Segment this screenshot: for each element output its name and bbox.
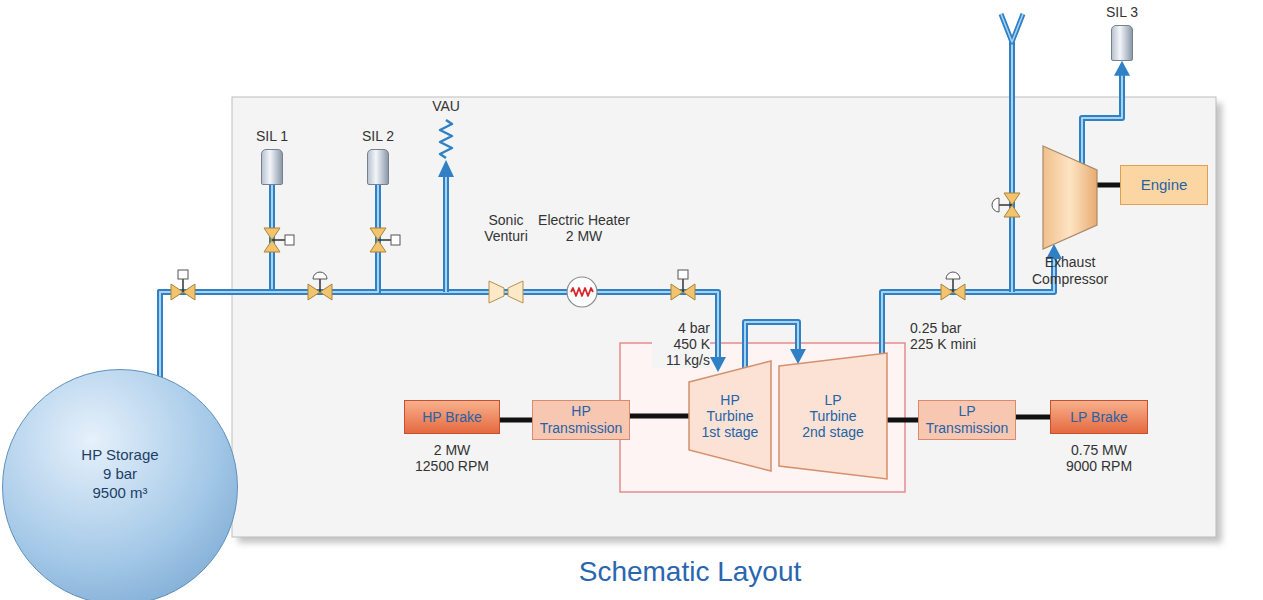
- electric-heater-symbol: [567, 277, 597, 307]
- compressor-outline: [1042, 145, 1098, 250]
- lp-turbine: LP Turbine 2nd stage: [778, 352, 888, 480]
- flow-arrowhead: [1114, 61, 1130, 76]
- air-pipe: [160, 292, 718, 391]
- silencer-body: [261, 149, 283, 185]
- compressor-label: Exhaust Compressor: [1032, 254, 1108, 288]
- control-valves: [941, 272, 965, 300]
- drive-shaft: [1012, 417, 1054, 418]
- vau-stub-pipe: [440, 120, 452, 158]
- component-label: Electric Heater 2 MW: [528, 212, 640, 244]
- brake-box: HP Brake: [404, 400, 500, 434]
- transmission-label: LP Transmission: [925, 403, 1009, 437]
- control-valves: [308, 272, 332, 300]
- vau-stub-pipe: [438, 120, 454, 292]
- air-pipe: [160, 185, 272, 391]
- hp-turbine: HP Turbine 1st stage: [688, 360, 772, 472]
- silencer-body: [367, 149, 389, 185]
- air-pipe: [882, 256, 1054, 366]
- drive-shaft: [884, 418, 922, 423]
- vau-stub-pipe: [443, 176, 449, 292]
- vent-pipe: [1009, 42, 1015, 292]
- valve-label: VAU: [416, 98, 476, 114]
- air-pipe: [160, 185, 378, 391]
- compressor-outline: [1043, 146, 1097, 249]
- air-pipe: [160, 185, 378, 391]
- brake-box: LP Brake: [1050, 400, 1148, 434]
- drive-shaft: [496, 420, 536, 421]
- inlet-conditions: 4 bar 450 K 11 kg/s: [652, 320, 710, 368]
- transmission-label: HP Transmission: [539, 403, 623, 437]
- drive-shaft: [496, 418, 536, 423]
- sonic-venturi-symbol: [489, 281, 523, 303]
- control-valves: [171, 270, 195, 300]
- air-pipe: [160, 185, 272, 391]
- silencer-body: [1111, 25, 1133, 61]
- air-pipe: [1082, 73, 1122, 171]
- vau-stub-pipe: [438, 160, 454, 177]
- engine-label: Engine: [1141, 176, 1188, 194]
- silencer-label: SIL 1: [256, 128, 288, 145]
- brake-rating: 2 MW 12500 RPM: [400, 442, 504, 474]
- brake-rating: 0.75 MW 9000 RPM: [1046, 442, 1152, 474]
- control-valves: [671, 270, 695, 300]
- exhaust-compressor: Exhaust Compressor: [1026, 145, 1114, 288]
- vent-pipe: [1001, 14, 1023, 42]
- test-bench-panel: [232, 97, 1216, 537]
- vent-pipe: [1011, 42, 1013, 292]
- drive-shaft: [1012, 415, 1054, 420]
- air-pipe: [882, 256, 1054, 366]
- outlet-conditions: 0.25 bar 225 K mini: [910, 320, 994, 352]
- transmission-box: LP Transmission: [918, 400, 1016, 440]
- engine-box: Engine: [1120, 165, 1208, 205]
- drive-shaft: [884, 420, 922, 421]
- air-pipe: [160, 185, 272, 391]
- sonic-venturi-symbol: [508, 281, 523, 303]
- control-valves: [171, 193, 1020, 300]
- lp-turbine-outline: [779, 353, 887, 479]
- drive-shaft: [626, 416, 692, 417]
- vent-pipe: [1001, 14, 1023, 42]
- silencer: SIL 2: [356, 128, 400, 185]
- turbine-label: LP Turbine 2nd stage: [802, 392, 864, 440]
- air-pipe: [160, 292, 718, 391]
- silencer-label: SIL 3: [1106, 4, 1138, 21]
- control-valves: [370, 228, 400, 252]
- brake-label: HP Brake: [422, 409, 482, 426]
- storage-tank: HP Storage 9 bar 9500 m³: [2, 369, 238, 600]
- turbine-label: HP Turbine 1st stage: [702, 392, 759, 440]
- air-pipe: [1082, 73, 1122, 171]
- sonic-venturi-symbol: [489, 281, 504, 303]
- flow-arrowhead: [710, 357, 726, 372]
- diagram-caption: Schematic Layout: [540, 556, 840, 588]
- component-label: Sonic Venturi: [476, 212, 536, 244]
- brake-label: LP Brake: [1070, 409, 1127, 426]
- electric-heater-symbol: [571, 288, 593, 296]
- control-valves: [264, 228, 294, 252]
- electric-heater-symbol: [567, 277, 597, 307]
- air-pipe: [160, 185, 378, 391]
- transmission-box: HP Transmission: [532, 400, 630, 440]
- air-pipe: [882, 244, 1062, 366]
- silencer: SIL 1: [250, 128, 294, 185]
- drive-shaft: [626, 414, 692, 419]
- control-valves: [992, 193, 1020, 217]
- silencer: SIL 3: [1100, 4, 1144, 61]
- flow-arrowhead: [790, 349, 806, 364]
- silencer-label: SIL 2: [362, 128, 394, 145]
- hp-turbine-outline: [689, 361, 771, 471]
- vent-pipe: [1001, 14, 1023, 292]
- vau-stub-pipe: [445, 176, 447, 292]
- air-pipe: [160, 292, 726, 391]
- air-pipe: [1082, 61, 1130, 171]
- storage-label: HP Storage 9 bar 9500 m³: [3, 446, 237, 502]
